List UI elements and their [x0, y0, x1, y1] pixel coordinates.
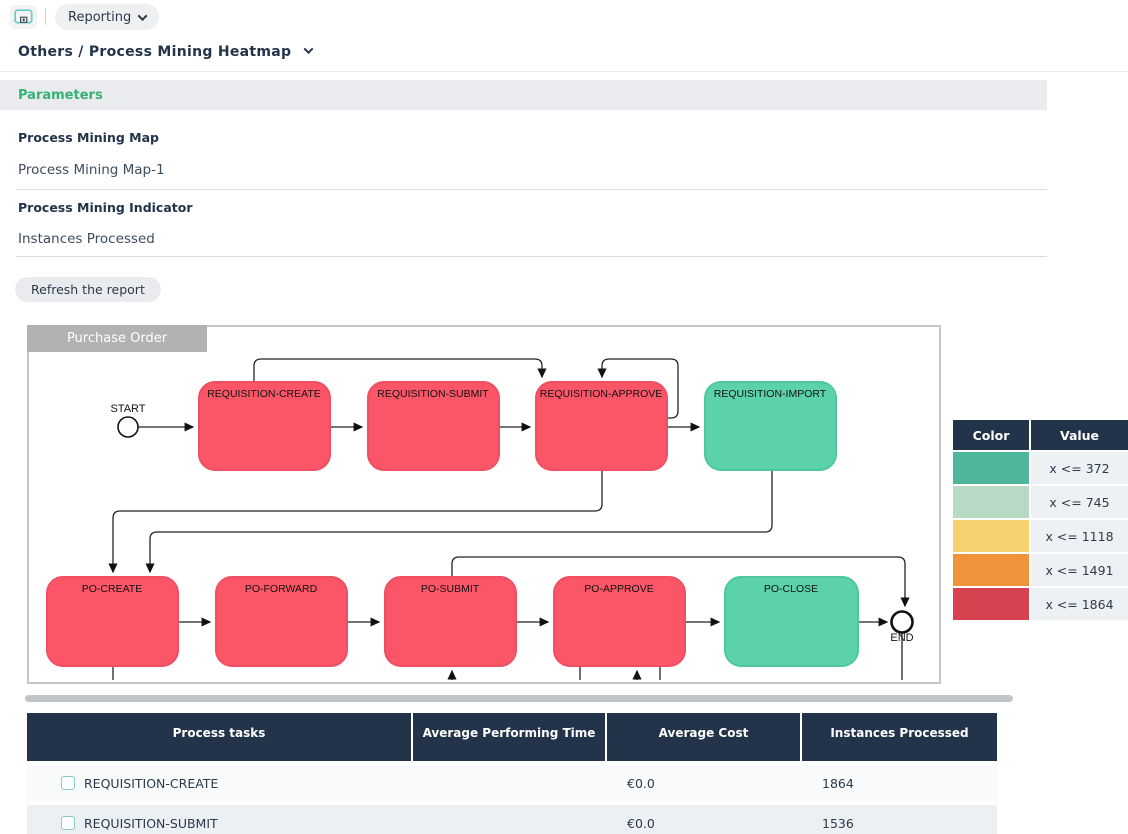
window-icon [14, 9, 33, 24]
reporting-dropdown-label: Reporting [68, 9, 132, 25]
task-node-label: REQUISITION-APPROVE [540, 388, 663, 400]
table-header-row: Process tasks Average Performing Time Av… [27, 713, 997, 761]
field-divider [16, 256, 1047, 257]
instances-cell: 1864 [822, 775, 854, 791]
purchase-order-pool-label: Purchase Order [27, 325, 207, 352]
process-map-diagram: START END REQUISITION-CREATE REQUISITION… [46, 358, 914, 680]
column-header-process-tasks: Process tasks [172, 726, 266, 740]
task-node-label: PO-CREATE [82, 583, 142, 595]
legend-value: x <= 372 [1031, 452, 1128, 484]
legend-value: x <= 1118 [1031, 520, 1128, 552]
task-node-label: PO-CLOSE [764, 583, 818, 595]
avg-cost-cell: €0.0 [627, 815, 655, 831]
avg-cost-cell: €0.0 [627, 775, 655, 791]
legend-swatch [953, 554, 1031, 586]
legend-row: x <= 1118 [953, 520, 1128, 552]
chevron-down-icon [137, 10, 148, 21]
column-header-instances-processed: Instances Processed [800, 713, 997, 761]
table-row: REQUISITION-SUBMIT €0.0 1536 [27, 805, 997, 834]
task-node-label: REQUISITION-SUBMIT [377, 388, 489, 400]
task-node-requisition-submit[interactable] [367, 381, 500, 471]
column-header-average-cost: Average Cost [605, 713, 800, 761]
instances-cell: 1536 [822, 815, 854, 831]
legend-row: x <= 372 [953, 452, 1128, 484]
process-mining-map-label: Process Mining Map [18, 130, 159, 145]
process-tasks-table: Process tasks Average Performing Time Av… [27, 713, 997, 834]
new-window-button[interactable] [10, 5, 37, 29]
table-row: REQUISITION-CREATE €0.0 1864 [27, 765, 997, 801]
task-node-po-submit[interactable] [384, 576, 517, 667]
end-label: END [890, 632, 913, 644]
task-node-label: REQUISITION-IMPORT [714, 388, 827, 400]
legend-value: x <= 745 [1031, 486, 1128, 518]
legend-swatch [953, 452, 1031, 484]
breadcrumb[interactable]: Others / Process Mining Heatmap [18, 44, 314, 60]
diagram-horizontal-scrollbar[interactable] [25, 695, 1013, 702]
task-node-requisition-create[interactable] [198, 381, 331, 471]
field-divider [16, 189, 1047, 190]
task-node-po-forward[interactable] [215, 576, 348, 667]
legend-swatch [953, 486, 1031, 518]
refresh-report-button[interactable]: Refresh the report [15, 277, 161, 302]
legend-swatch [953, 588, 1031, 620]
process-mining-indicator-label: Process Mining Indicator [18, 200, 193, 215]
legend-value-header: Value [1031, 420, 1128, 450]
heatmap-legend-table: Color Value x <= 372 x <= 745 x <= 1118 … [953, 420, 1128, 620]
legend-value: x <= 1864 [1031, 588, 1128, 620]
legend-value: x <= 1491 [1031, 554, 1128, 586]
legend-row: x <= 1491 [953, 554, 1128, 586]
task-name-cell: REQUISITION-CREATE [84, 775, 219, 791]
process-mining-map-value[interactable]: Process Mining Map-1 [18, 162, 165, 178]
breadcrumb-label: Others / Process Mining Heatmap [18, 44, 292, 60]
task-node-requisition-approve[interactable] [535, 381, 668, 471]
task-node-po-create[interactable] [46, 576, 179, 667]
task-name-cell: REQUISITION-SUBMIT [84, 815, 218, 831]
start-label: START [110, 403, 145, 415]
task-node-label: PO-APPROVE [584, 583, 653, 595]
task-node-requisition-import[interactable] [704, 381, 837, 471]
legend-color-header: Color [953, 420, 1031, 450]
legend-swatch [953, 520, 1031, 552]
end-node[interactable] [890, 610, 914, 634]
task-node-label: PO-SUBMIT [421, 583, 480, 595]
row-checkbox[interactable] [61, 776, 75, 790]
task-node-po-close[interactable] [724, 576, 859, 667]
parameters-title: Parameters [18, 87, 103, 103]
parameters-section-header: Parameters [0, 80, 1047, 110]
chevron-down-icon [303, 44, 314, 55]
task-node-label: PO-FORWARD [245, 583, 318, 595]
start-node[interactable] [117, 416, 139, 438]
legend-row: x <= 1864 [953, 588, 1128, 620]
column-header-average-performing-time: Average Performing Time [411, 713, 605, 761]
pool-title: Purchase Order [66, 331, 168, 346]
task-node-po-approve[interactable] [553, 576, 686, 667]
row-checkbox[interactable] [61, 816, 75, 830]
topbar-divider [45, 9, 46, 25]
reporting-dropdown[interactable]: Reporting [55, 4, 160, 30]
header-divider [0, 71, 1128, 72]
process-mining-indicator-value[interactable]: Instances Processed [18, 231, 155, 247]
task-node-label: REQUISITION-CREATE [207, 388, 321, 400]
legend-row: x <= 745 [953, 486, 1128, 518]
